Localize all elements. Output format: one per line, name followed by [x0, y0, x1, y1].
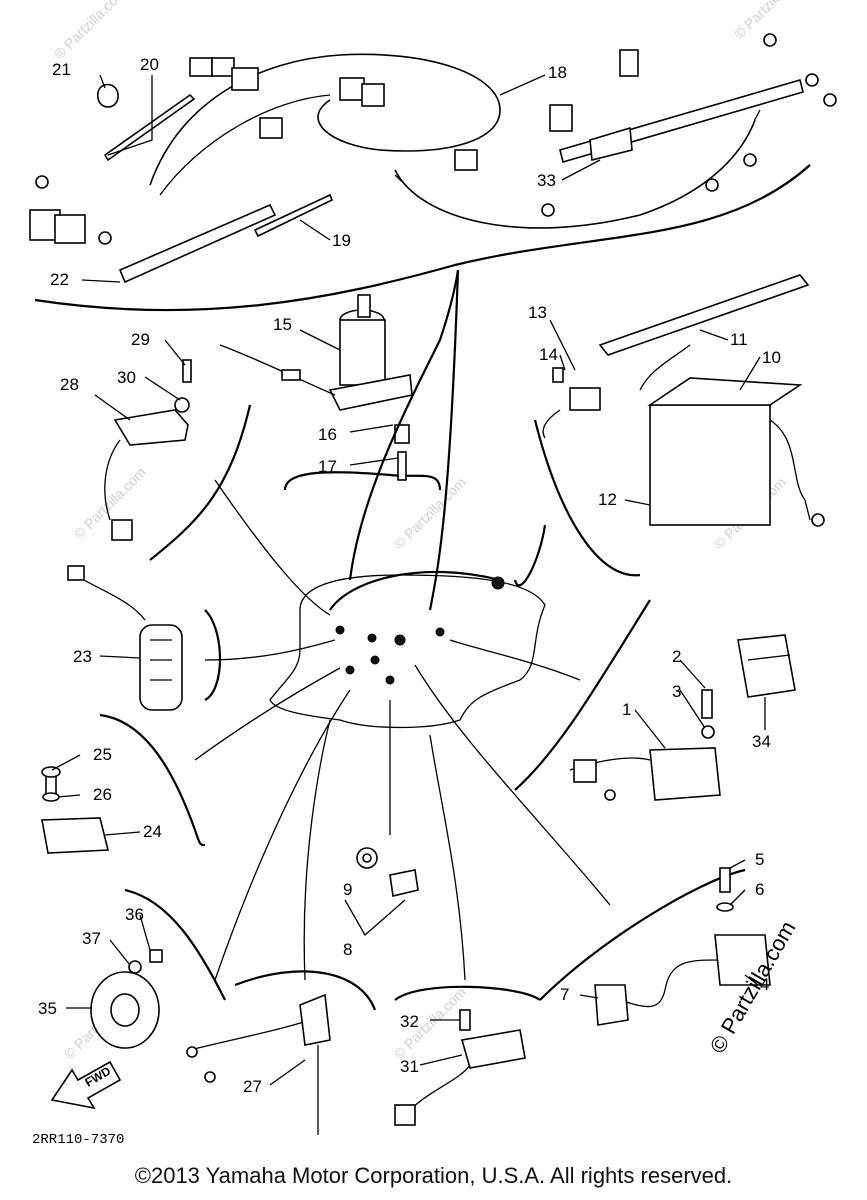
component-23-group — [67, 565, 221, 711]
frame-outline-group — [194, 269, 611, 981]
callout-16: 16 — [318, 425, 337, 444]
ignition-coil-group — [539, 867, 771, 1026]
callout-5: 5 — [755, 850, 764, 869]
component-27-group — [186, 970, 377, 1135]
callout-6: 6 — [755, 880, 764, 899]
callout-24: 24 — [143, 822, 162, 841]
component-8-group — [344, 847, 419, 937]
callout-3: 3 — [672, 682, 681, 701]
callouts: 21 20 18 22 19 33 29 30 28 15 16 17 13 1… — [38, 55, 781, 1096]
wire-harness-group — [29, 33, 837, 312]
callout-23: 23 — [73, 647, 92, 666]
callout-25: 25 — [93, 745, 112, 764]
callout-19: 19 — [332, 231, 351, 250]
callout-2: 2 — [672, 647, 681, 666]
copyright-notice: ©2013 Yamaha Motor Corporation, U.S.A. A… — [134, 1163, 733, 1188]
callout-10: 10 — [762, 348, 781, 367]
watermark-text: © Partzilla.com — [71, 464, 149, 542]
horn-group: FWD — [50, 888, 226, 1110]
callout-30: 30 — [117, 368, 136, 387]
relay-28-group — [104, 359, 252, 561]
callout-17: 17 — [318, 457, 337, 476]
callout-13: 13 — [528, 303, 547, 322]
callout-32: 32 — [400, 1012, 419, 1031]
callout-9: 9 — [343, 880, 352, 899]
callout-21: 21 — [52, 60, 71, 79]
main-switch-group — [219, 294, 442, 491]
callout-29: 29 — [131, 330, 150, 349]
cdi-unit-group — [514, 599, 721, 801]
callout-28: 28 — [60, 375, 79, 394]
diagram-code: 2RR110-7370 — [32, 1132, 124, 1148]
callout-26: 26 — [93, 785, 112, 804]
callout-34: 34 — [752, 732, 771, 751]
callout-4: 4 — [760, 975, 769, 994]
callout-22: 22 — [50, 270, 69, 289]
callout-12: 12 — [598, 490, 617, 509]
callout-31: 31 — [400, 1057, 419, 1076]
callout-15: 15 — [273, 315, 292, 334]
callout-27: 27 — [243, 1077, 262, 1096]
component-31-group — [394, 985, 541, 1126]
relay-34-group — [737, 634, 796, 698]
battery-group — [513, 274, 825, 587]
watermark-text: © Partzilla.com — [391, 474, 469, 552]
callout-35: 35 — [38, 999, 57, 1018]
component-24-group — [41, 713, 206, 854]
callout-8: 8 — [343, 940, 352, 959]
callout-1: 1 — [622, 700, 631, 719]
callout-37: 37 — [82, 929, 101, 948]
callout-33: 33 — [537, 171, 556, 190]
callout-20: 20 — [140, 55, 159, 74]
callout-18: 18 — [548, 63, 567, 82]
callout-11: 11 — [730, 330, 748, 349]
electrical-parts-diagram: © Partzilla.com © Partzilla.com © Partzi… — [29, 0, 837, 1148]
watermark-text: © Partzilla.com — [51, 0, 129, 62]
callout-7: 7 — [560, 985, 569, 1004]
callout-36: 36 — [125, 905, 144, 924]
callout-14: 14 — [539, 345, 558, 364]
